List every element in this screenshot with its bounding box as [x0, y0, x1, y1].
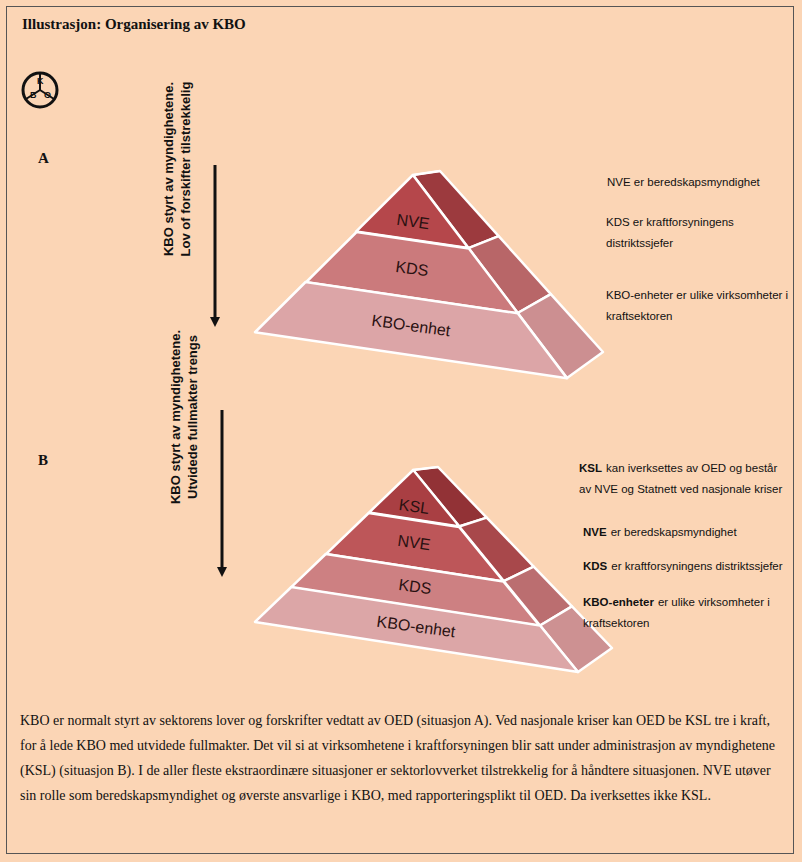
- description: NVE er beredskapsmyndighet: [607, 176, 760, 188]
- logo-letter: B: [30, 90, 37, 100]
- pyramid-band: KBO-enhet: [255, 282, 567, 378]
- section-letter-group: A: [38, 150, 49, 167]
- down-arrow: [214, 165, 217, 322]
- description: NVE: [583, 526, 607, 538]
- description-group: NVE er beredskapsmyndighet: [583, 522, 788, 543]
- description: er kraftforsyningens distriktssjefer: [611, 560, 782, 572]
- section-letter-group: B: [38, 452, 48, 469]
- description: KDS: [583, 560, 607, 572]
- logo-letter-group: O: [44, 90, 51, 100]
- description-group: KBO-enheterer ulike virksomheter i kraft…: [583, 592, 788, 634]
- logo-letter: K: [37, 76, 44, 86]
- description: er beredskapsmyndighet: [611, 526, 737, 538]
- pyramid-edge: [413, 171, 440, 175]
- logo-symbol: [23, 73, 57, 107]
- description-group: KSLkan iverksettes av OED og består av N…: [579, 458, 789, 500]
- band-face: [255, 282, 567, 378]
- description: KBO-enheter er ulike virksomheter i kraf…: [606, 289, 788, 322]
- description-group: KBO-enheter er ulike virksomheter i kraf…: [606, 285, 792, 327]
- title: Illustrasjon: Organisering av KBO: [22, 16, 246, 33]
- pyramid-band: KBO-enhet: [255, 587, 578, 672]
- side-note: KBO styrt av myndighetene. Lov of forski…: [161, 82, 193, 257]
- caption: KBO er normalt styrt av sektorens lover …: [20, 708, 782, 808]
- logo-letter: O: [44, 90, 51, 100]
- description: kan iverksettes av OED og består av NVE …: [579, 462, 782, 495]
- section-letter: B: [38, 452, 48, 468]
- logo-letter-group: K: [37, 76, 44, 86]
- description: KDS er kraftforsyningens distriktssjefer: [606, 216, 734, 249]
- description: KBO-enheter: [583, 596, 654, 608]
- side-note-group: KBO styrt av myndighetene. Utvidede full…: [167, 327, 201, 507]
- side-note-group: KBO styrt av myndighetene. Lov of forski…: [160, 79, 194, 259]
- description: KSL: [579, 462, 602, 474]
- description-group: KDS er kraftforsyningens distriktssjefer: [606, 212, 776, 254]
- band-face: [255, 587, 578, 672]
- logo-letter-group: B: [30, 90, 37, 100]
- description-group: NVE er beredskapsmyndighet: [607, 172, 792, 193]
- down-arrow: [221, 410, 224, 572]
- side-note: KBO styrt av myndighetene. Utvidede full…: [168, 330, 200, 504]
- section-letter: A: [38, 150, 49, 166]
- description-group: KDS er kraftforsyningens distriktssjefer: [583, 556, 788, 577]
- pyramid-edge: [413, 467, 438, 470]
- band-label: KDS: [394, 257, 429, 279]
